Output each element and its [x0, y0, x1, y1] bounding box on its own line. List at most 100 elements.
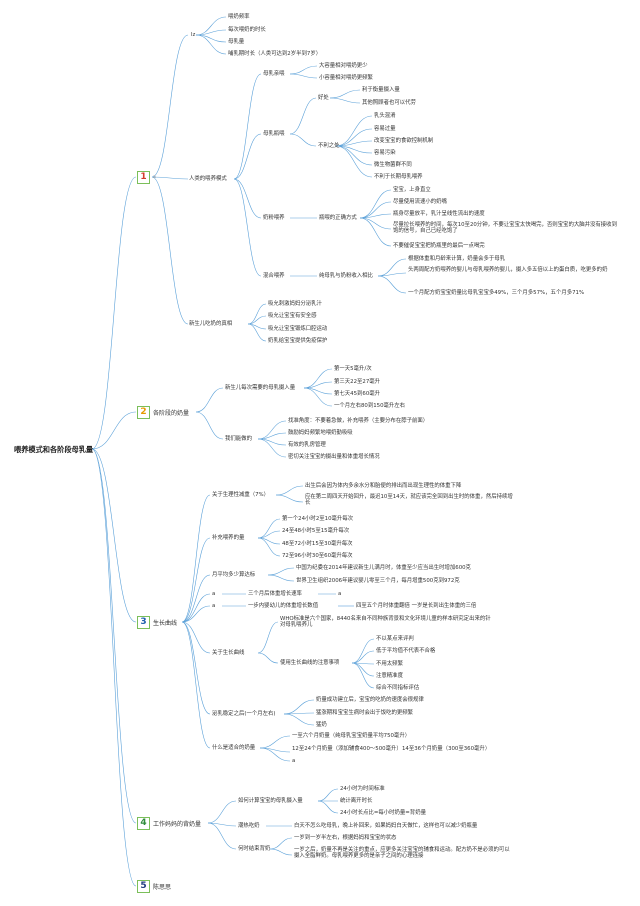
good-item-1: 利于衡量摄入量 — [362, 87, 400, 93]
connector — [289, 73, 318, 79]
calc-item-3: 24小时长点比=每小时奶量=背奶量 — [340, 810, 426, 816]
bad-item-2: 容易过量 — [374, 126, 396, 132]
connector — [359, 213, 392, 219]
need-item-3: 第七天45到60毫升 — [334, 391, 381, 397]
connector — [303, 368, 333, 389]
connector — [257, 420, 287, 440]
one-step-value: 四至五个月时体重翻倍 一岁是长到出生体重的三倍 — [356, 603, 477, 609]
proper-item-4: a — [292, 758, 296, 764]
connector — [359, 201, 392, 219]
connector — [257, 537, 281, 557]
do-node: 我们能做的 — [225, 436, 252, 442]
section-3-number: 3 — [137, 616, 150, 629]
connector — [257, 530, 281, 539]
formula-item-5: 不要催促宝宝把奶瓶里的最后一点喝完 — [393, 243, 485, 249]
stable-item-1: 奶量成功建立后，宝宝的吃奶的速度会很规律 — [316, 697, 424, 703]
connector — [207, 822, 237, 827]
bad-node: 不利之处 — [318, 143, 340, 149]
a-node-2: a — [338, 591, 342, 597]
connector — [359, 217, 392, 247]
section-2-number: 2 — [137, 406, 150, 419]
connector — [283, 699, 315, 715]
notice-node: 使用生长曲线的注意事项 — [280, 660, 340, 666]
monthly-item-1: 中国为纪委在2014年建议新生儿满月时，体重至少应当出生时增加600克 — [296, 565, 471, 571]
connector — [267, 567, 295, 576]
about-node: 关于生长曲线 — [212, 650, 245, 656]
connector — [351, 650, 375, 664]
calc-item-1: 24小时为时间标准 — [340, 786, 385, 792]
connector — [351, 662, 375, 677]
monthly-item-2: 世界卫生组织2006年建议婴儿零至三个月，每月增重500克到972克 — [296, 578, 460, 584]
section-1-header: 1 a — [137, 171, 156, 184]
breastfeed-node: 母乳亲喂 — [263, 71, 285, 77]
need-item-1: 第一天5毫升/次 — [334, 366, 372, 372]
supp-item-4: 72至96小时30至60毫升每次 — [282, 553, 353, 559]
connector — [303, 387, 333, 407]
supp-item-2: 24至48小时5至15毫升每次 — [282, 528, 350, 534]
bottle-node: 母乳瓶喂 — [263, 131, 285, 137]
need-node: 新生儿每次需要的母乳摄入量 — [225, 385, 296, 391]
connector — [269, 837, 293, 850]
connector — [303, 381, 333, 389]
connector — [335, 128, 373, 147]
formula-item-2: 尽量使用流速小的奶嘴 — [393, 199, 447, 205]
notice-item-3: 不用太频繁 — [376, 661, 403, 667]
calc-node: 如何计算宝宝的母乳摄入量 — [238, 798, 303, 804]
supp-node: 补充喂养的量 — [212, 535, 245, 541]
connector — [283, 713, 315, 726]
connector — [195, 387, 224, 413]
connector — [317, 788, 339, 802]
top-item-4: 哺乳期时长（人类可达到2岁半到7岁） — [228, 51, 322, 57]
top-item-3: 母乳量 — [228, 39, 245, 45]
connector — [207, 822, 237, 850]
connector — [91, 411, 137, 450]
formula-node: 奶粉喂养 — [263, 215, 285, 221]
mixed-item-1: 根据体重和月龄来计算，奶量会多于母乳 — [408, 256, 506, 262]
connector — [257, 518, 281, 539]
top-item-1: 喂奶频率 — [228, 14, 250, 20]
a-node-3: a — [212, 603, 216, 609]
connector — [351, 638, 375, 664]
do-item-1: 找准角度：不要着急做，补充喂养（主要分布在脖子前面） — [288, 418, 429, 424]
connector — [289, 97, 317, 135]
connector — [181, 574, 211, 623]
connector — [351, 662, 375, 689]
one-step-node: 一步内婴幼儿的体重增长数值 — [248, 603, 319, 609]
connector — [181, 593, 211, 623]
connector — [91, 448, 137, 623]
connector — [275, 485, 304, 496]
connector — [195, 16, 227, 36]
newborn-node: 新生儿吃奶的真相 — [189, 321, 233, 327]
connector — [247, 323, 267, 342]
connector — [259, 747, 291, 762]
need-item-4: 一个月左右80到150毫升左右 — [334, 403, 406, 409]
connector — [257, 438, 287, 458]
night-node: 潮热吃奶 — [238, 823, 260, 829]
supp-item-3: 48至72小时15至30毫升每次 — [282, 541, 353, 547]
connector — [377, 258, 407, 277]
notice-item-5: 综合不同指标评估 — [376, 685, 420, 691]
notice-item-4: 注意精准度 — [376, 673, 403, 679]
section-3-label: 生长曲线 — [153, 620, 178, 627]
bf-item-1: 大容量相对喂奶更少 — [319, 63, 368, 69]
formula-item-3: 瓶身尽量放平，乳汁呈线性流出的速度 — [393, 211, 485, 217]
connector — [151, 176, 189, 325]
connector — [359, 189, 392, 219]
section-1-number: 1 — [137, 171, 150, 184]
bad-item-5: 微生物菌群不同 — [374, 162, 412, 168]
bad-item-6: 不利于长期母乳喂养 — [374, 174, 423, 180]
do-item-2: 鼓励妈妈频繁地喂奶勤吸吸 — [288, 430, 353, 436]
connector — [181, 621, 211, 749]
root-topic: 喂养模式和各阶段母乳量 — [14, 445, 94, 454]
section-4-header: 4 工作妈妈的背奶量 — [137, 817, 201, 830]
connector — [91, 448, 137, 887]
supp-item-1: 第一个24小时2至10毫升每次 — [282, 516, 354, 522]
proper-item-3: 14至36个月奶量（300至360毫升） — [402, 746, 491, 752]
connector — [275, 494, 304, 503]
connector — [91, 176, 137, 450]
section-5-header: 5 陈思思 — [137, 880, 171, 893]
connector — [181, 621, 211, 715]
formula-way-node: 瓶喂的正确方式 — [319, 215, 357, 221]
